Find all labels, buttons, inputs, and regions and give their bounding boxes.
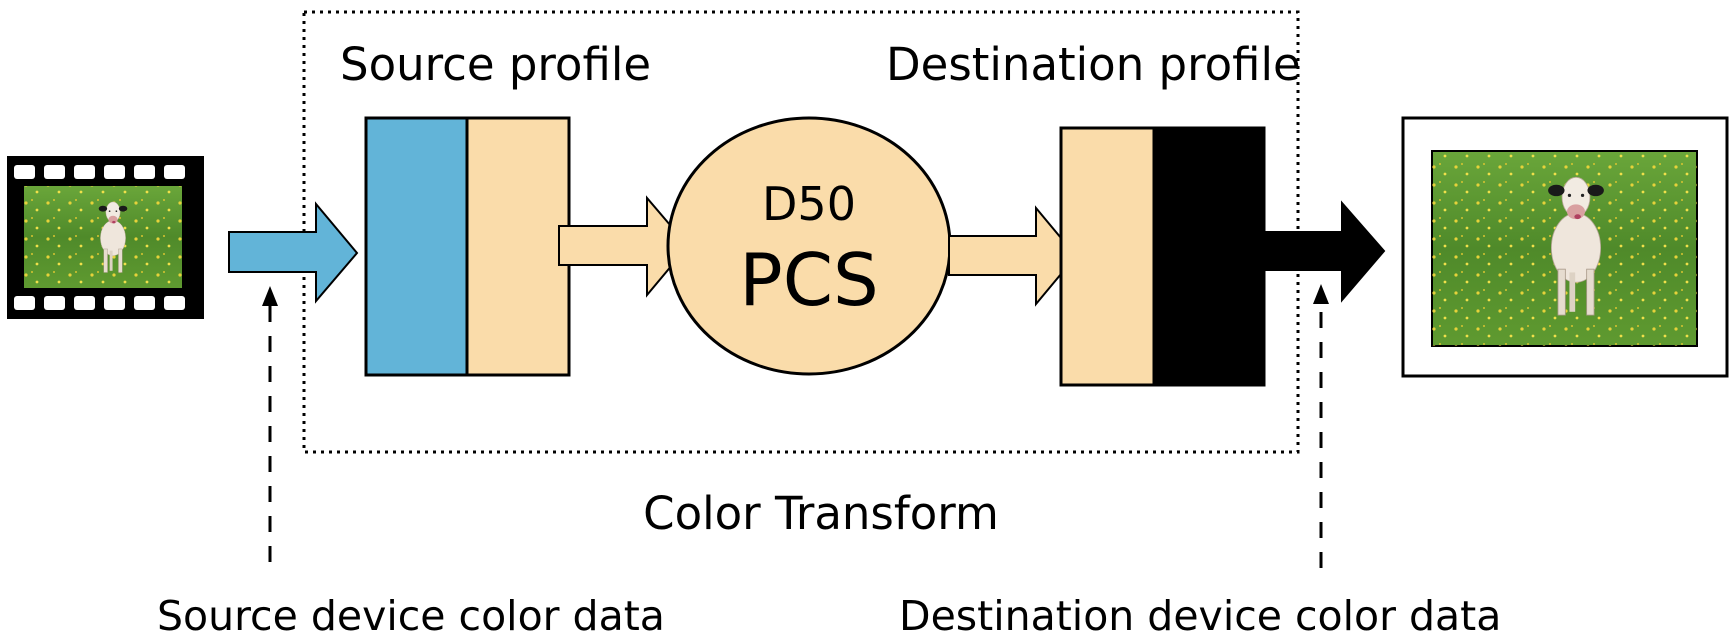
destination-output-arrow xyxy=(1261,200,1386,303)
source-profile-label: Source profile xyxy=(340,38,651,91)
pcs-label: PCS xyxy=(739,238,878,322)
film-strip-icon xyxy=(7,156,204,319)
destination-profile-device-block xyxy=(1152,126,1266,387)
color-transform-label: Color Transform xyxy=(643,487,999,540)
source-input-arrow xyxy=(228,201,359,304)
source-profile-pcs-block xyxy=(465,116,571,377)
source-device-color-data-label: Source device color data xyxy=(157,592,665,635)
destination-device-color-data-label: Destination device color data xyxy=(899,592,1501,635)
pcs-illuminant-label: D50 xyxy=(762,177,856,231)
destination-profile-label: Destination profile xyxy=(886,38,1301,91)
source-profile-device-block xyxy=(364,116,469,377)
source-data-connector xyxy=(262,286,278,562)
source-to-pcs-arrow xyxy=(558,195,690,298)
pcs-to-destination-arrow xyxy=(948,205,1078,307)
framed-print-icon xyxy=(1401,116,1729,378)
destination-data-connector xyxy=(1313,284,1329,568)
destination-profile-pcs-block xyxy=(1059,126,1156,387)
